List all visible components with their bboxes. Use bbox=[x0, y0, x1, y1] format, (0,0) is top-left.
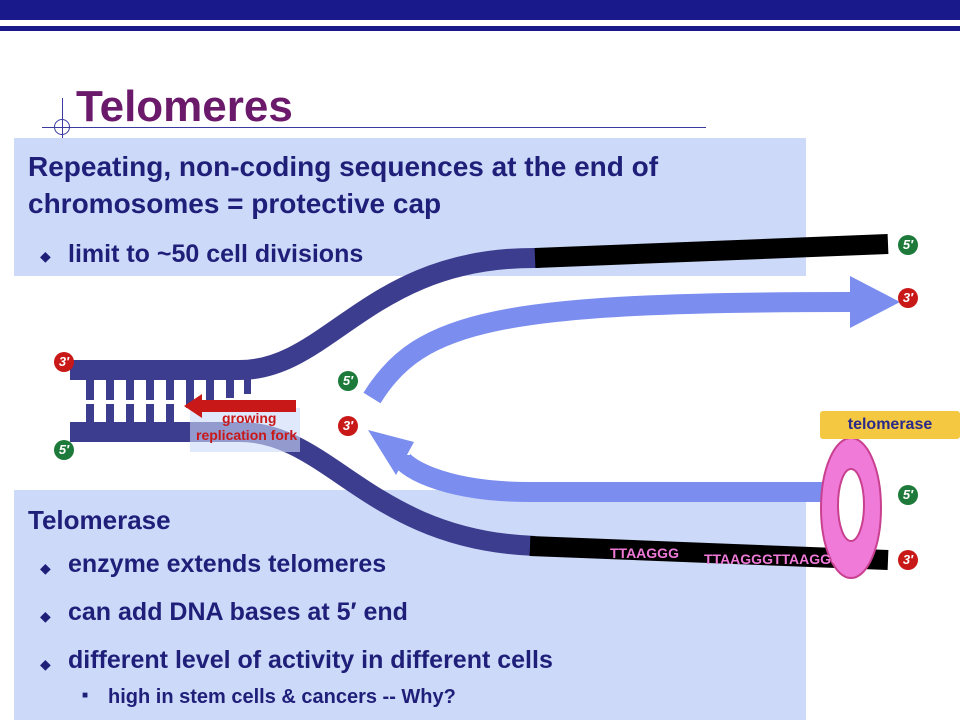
telomerase-bullet-1: enzyme extends telomeres bbox=[68, 550, 387, 578]
top-parental-strand bbox=[70, 247, 541, 380]
definition-bullet: limit to ~50 cell divisions bbox=[68, 240, 364, 268]
end-label-mid-5: 5′ bbox=[338, 371, 358, 391]
telomere-sequence-1: TTAAGGG bbox=[610, 545, 679, 561]
leading-strand-arrowhead bbox=[850, 276, 900, 328]
page-title: Telomeres bbox=[76, 82, 293, 131]
definition-heading: Repeating, non-coding sequences at the e… bbox=[28, 151, 659, 219]
top-line bbox=[0, 26, 960, 31]
telomerase-bullet-3: different level of activity in different… bbox=[68, 646, 553, 674]
bullet-icon: ◆ bbox=[40, 656, 51, 672]
title-rule bbox=[42, 127, 706, 128]
fork-label-shade bbox=[190, 408, 300, 452]
telomerase-sub-bullet: high in stem cells & cancers -- Why? bbox=[108, 686, 456, 708]
sub-bullet-icon: ■ bbox=[82, 690, 89, 701]
end-label-bottom-right-3: 3′ bbox=[898, 550, 918, 570]
fork-label-line2: replication fork bbox=[196, 427, 298, 443]
crosshair-icon bbox=[54, 119, 70, 135]
telomerase-bullet-2: can add DNA bases at 5′ end bbox=[68, 598, 408, 626]
bullet-icon: ◆ bbox=[40, 608, 51, 624]
top-telomere bbox=[534, 234, 889, 268]
leading-new-strand bbox=[363, 292, 851, 404]
end-label-bottom-right-5: 5′ bbox=[898, 485, 918, 505]
bottom-telomere bbox=[529, 536, 889, 570]
telomere-sequence-2: TTAAGGGTTAAGGG bbox=[704, 551, 842, 567]
top-bar bbox=[0, 0, 960, 20]
bullet-icon: ◆ bbox=[40, 560, 51, 576]
telomerase-hole bbox=[837, 468, 865, 542]
end-label-top-right-5: 5′ bbox=[898, 235, 918, 255]
end-label-mid-3: 3′ bbox=[338, 416, 358, 436]
telomerase-label: telomerase bbox=[820, 411, 960, 439]
fork-label-line1: growing bbox=[222, 410, 277, 426]
telomerase-heading: Telomerase bbox=[28, 505, 171, 535]
lagging-strand-arrowhead bbox=[368, 430, 414, 475]
lagging-new-strand bbox=[390, 451, 830, 502]
telomerase-box bbox=[14, 490, 806, 720]
bullet-icon: ◆ bbox=[40, 248, 51, 264]
end-label-top-right-3: 3′ bbox=[898, 288, 918, 308]
end-label-left-3: 3′ bbox=[54, 352, 74, 372]
fork-direction-arrow bbox=[184, 394, 296, 418]
end-label-left-5: 5′ bbox=[54, 440, 74, 460]
